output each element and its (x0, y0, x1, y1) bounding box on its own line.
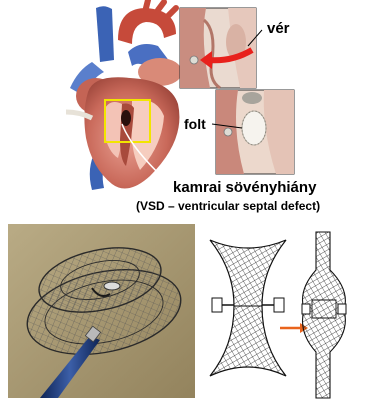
label-patch: folt (184, 116, 206, 132)
inset-patch (212, 90, 294, 174)
label-defect: kamrai sövényhiány (173, 179, 316, 196)
heart-illustration (66, 0, 182, 190)
label-defect-english: (VSD – ventricular septal defect) (136, 199, 320, 213)
septal-occluder-photo (8, 224, 195, 398)
inset-blood-flow (180, 8, 262, 88)
label-blood: vér (267, 20, 290, 37)
septal-occluder-line-drawing (198, 224, 366, 398)
